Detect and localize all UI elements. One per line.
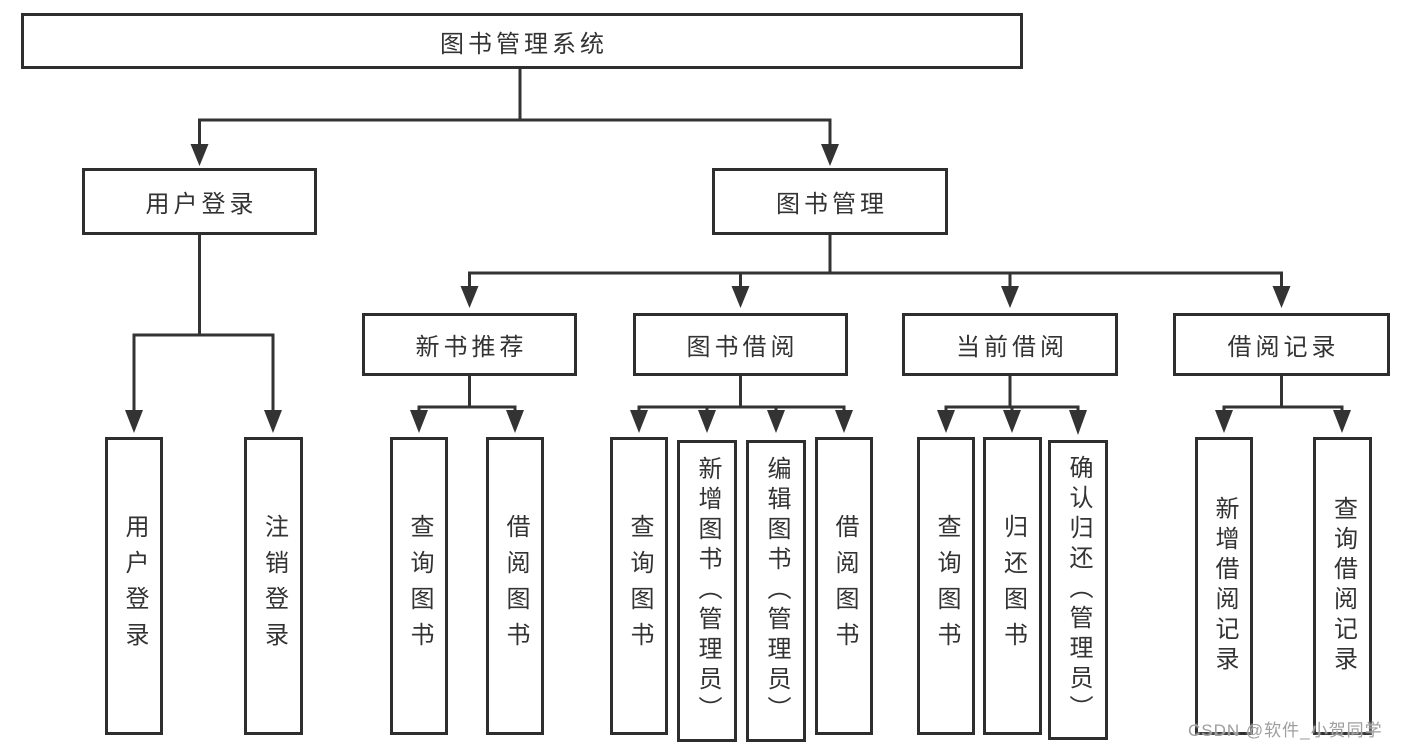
leaf-current-query: 查询图书 xyxy=(917,437,975,735)
node-current-borrow-label: 当前借阅 xyxy=(956,334,1068,361)
leaf-current-confirm-return-label: 确认归还（管理员） xyxy=(1065,455,1092,725)
leaf-borrow-book-label: 借阅图书 xyxy=(831,514,858,658)
leaf-borrow-add-book: 新增图书（管理员） xyxy=(677,440,737,742)
node-book-mgmt-label: 图书管理 xyxy=(776,191,888,218)
leaf-records-query-label: 查询借阅记录 xyxy=(1329,496,1357,676)
node-user-login: 用户登录 xyxy=(82,168,317,235)
leaf-logout: 注销登录 xyxy=(244,437,303,735)
node-root: 图书管理系统 xyxy=(21,13,1023,69)
leaf-borrow-query-label: 查询图书 xyxy=(626,514,653,658)
node-user-login-label: 用户登录 xyxy=(145,191,258,218)
leaf-current-return-label: 归还图书 xyxy=(999,514,1027,658)
leaf-borrow-query: 查询图书 xyxy=(610,437,668,735)
node-root-label: 图书管理系统 xyxy=(440,30,608,58)
leaf-newbooks-query: 查询图书 xyxy=(390,437,448,735)
leaf-borrow-edit-book-label: 编辑图书（管理员） xyxy=(763,456,790,726)
node-new-books-label: 新书推荐 xyxy=(415,334,528,361)
node-current-borrow: 当前借阅 xyxy=(902,313,1118,376)
leaf-records-add: 新增借阅记录 xyxy=(1195,437,1253,735)
leaf-logout-label: 注销登录 xyxy=(260,514,288,658)
leaf-borrow-add-book-label: 新增图书（管理员） xyxy=(694,456,721,726)
csdn-watermark: CSDN @软件_小贺同学 xyxy=(1188,721,1383,740)
node-book-mgmt: 图书管理 xyxy=(712,168,948,235)
leaf-current-confirm-return: 确认归还（管理员） xyxy=(1048,440,1108,740)
leaf-newbooks-borrow-label: 借阅图书 xyxy=(502,514,529,658)
leaf-newbooks-borrow: 借阅图书 xyxy=(486,437,544,735)
leaf-newbooks-query-label: 查询图书 xyxy=(406,514,433,658)
node-borrow-records: 借阅记录 xyxy=(1173,313,1390,376)
leaf-records-query: 查询借阅记录 xyxy=(1313,437,1372,735)
leaf-borrow-book: 借阅图书 xyxy=(815,437,873,735)
leaf-current-return: 归还图书 xyxy=(983,437,1042,735)
node-new-books: 新书推荐 xyxy=(362,313,577,376)
node-borrow-records-label: 借阅记录 xyxy=(1227,334,1340,361)
node-book-borrow-label: 图书借阅 xyxy=(686,334,799,361)
leaf-user-login-label: 用户登录 xyxy=(121,514,148,658)
leaf-records-add-label: 新增借阅记录 xyxy=(1211,496,1238,676)
leaf-current-query-label: 查询图书 xyxy=(933,514,960,658)
node-book-borrow: 图书借阅 xyxy=(633,313,848,376)
leaf-user-login: 用户登录 xyxy=(105,437,163,735)
leaf-borrow-edit-book: 编辑图书（管理员） xyxy=(746,440,806,742)
